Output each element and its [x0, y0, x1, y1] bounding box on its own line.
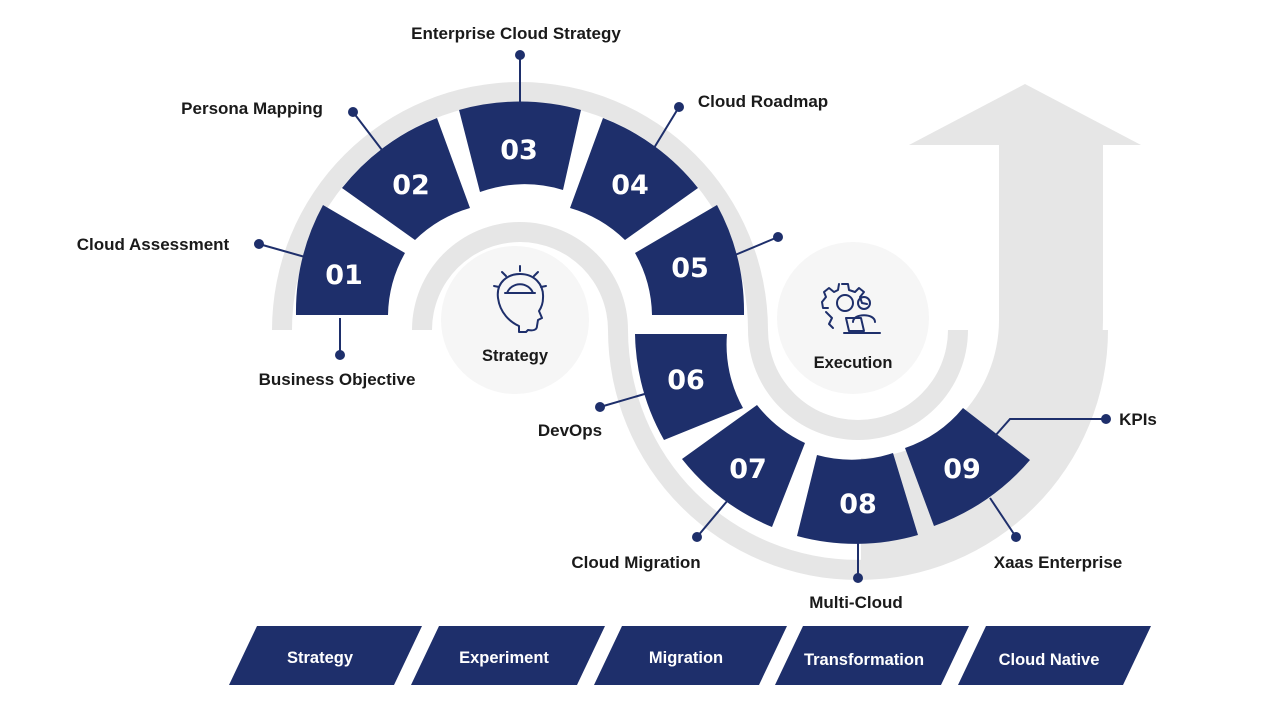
connectors [254, 50, 1111, 583]
step-number-02: 02 [392, 170, 430, 201]
phase-label-cloud-native: Cloud Native [999, 651, 1100, 669]
step-number-04: 04 [611, 170, 649, 201]
phase-experiment [411, 626, 605, 685]
phase-label-strategy: Strategy [287, 649, 354, 667]
step-label-09: KPIs [1119, 410, 1157, 429]
execution-hub-label: Execution [814, 354, 893, 372]
step-segment-07 [682, 405, 805, 527]
step-label-08: Multi-Cloud [809, 593, 902, 612]
step-number-07: 07 [729, 454, 767, 485]
phase-strategy [229, 626, 422, 685]
gear-person-laptop-icon [821, 283, 881, 334]
step-segments [295, 101, 1030, 544]
head-gear-icon [493, 265, 547, 333]
phase-cloud-native [958, 626, 1151, 685]
step-number-05: 05 [671, 253, 709, 284]
step-segment-05 [635, 205, 745, 315]
phase-label-experiment: Experiment [459, 649, 549, 667]
step-label-06: DevOps [538, 421, 602, 440]
phase-label-migration: Migration [649, 649, 723, 667]
step-segment-01 [295, 205, 405, 315]
step-label-04: Cloud Roadmap [698, 92, 828, 111]
step-segment-03 [459, 101, 581, 192]
step-segment-09 [905, 408, 1030, 526]
phase-transformation [775, 626, 969, 685]
step-number-08: 08 [839, 489, 877, 520]
phase-bar: Strategy Experiment Migration Transforma… [229, 626, 1151, 685]
step-segment-08 [797, 453, 918, 544]
step-label-02: Persona Mapping [181, 99, 323, 118]
step-label-07: Cloud Migration [571, 553, 700, 572]
phase-label-transformation: Transformation [804, 651, 924, 669]
track [272, 82, 1108, 580]
step-label-01: Cloud Assessment [77, 235, 230, 254]
step-label-03: Enterprise Cloud Strategy [411, 24, 621, 43]
phase-migration [594, 626, 787, 685]
strategy-hub [441, 246, 589, 394]
strategy-hub-label: Strategy [482, 347, 549, 365]
step-number-06: 06 [667, 365, 705, 396]
step-number-09: 09 [943, 454, 981, 485]
step-segment-02 [342, 118, 470, 240]
step-number-01: 01 [325, 260, 363, 291]
step-segment-04 [570, 118, 698, 240]
step-number-03: 03 [500, 135, 538, 166]
business-objective-label: Business Objective [259, 370, 416, 389]
step-segment-06 [635, 334, 743, 440]
xaas-enterprise-label: Xaas Enterprise [994, 553, 1123, 572]
